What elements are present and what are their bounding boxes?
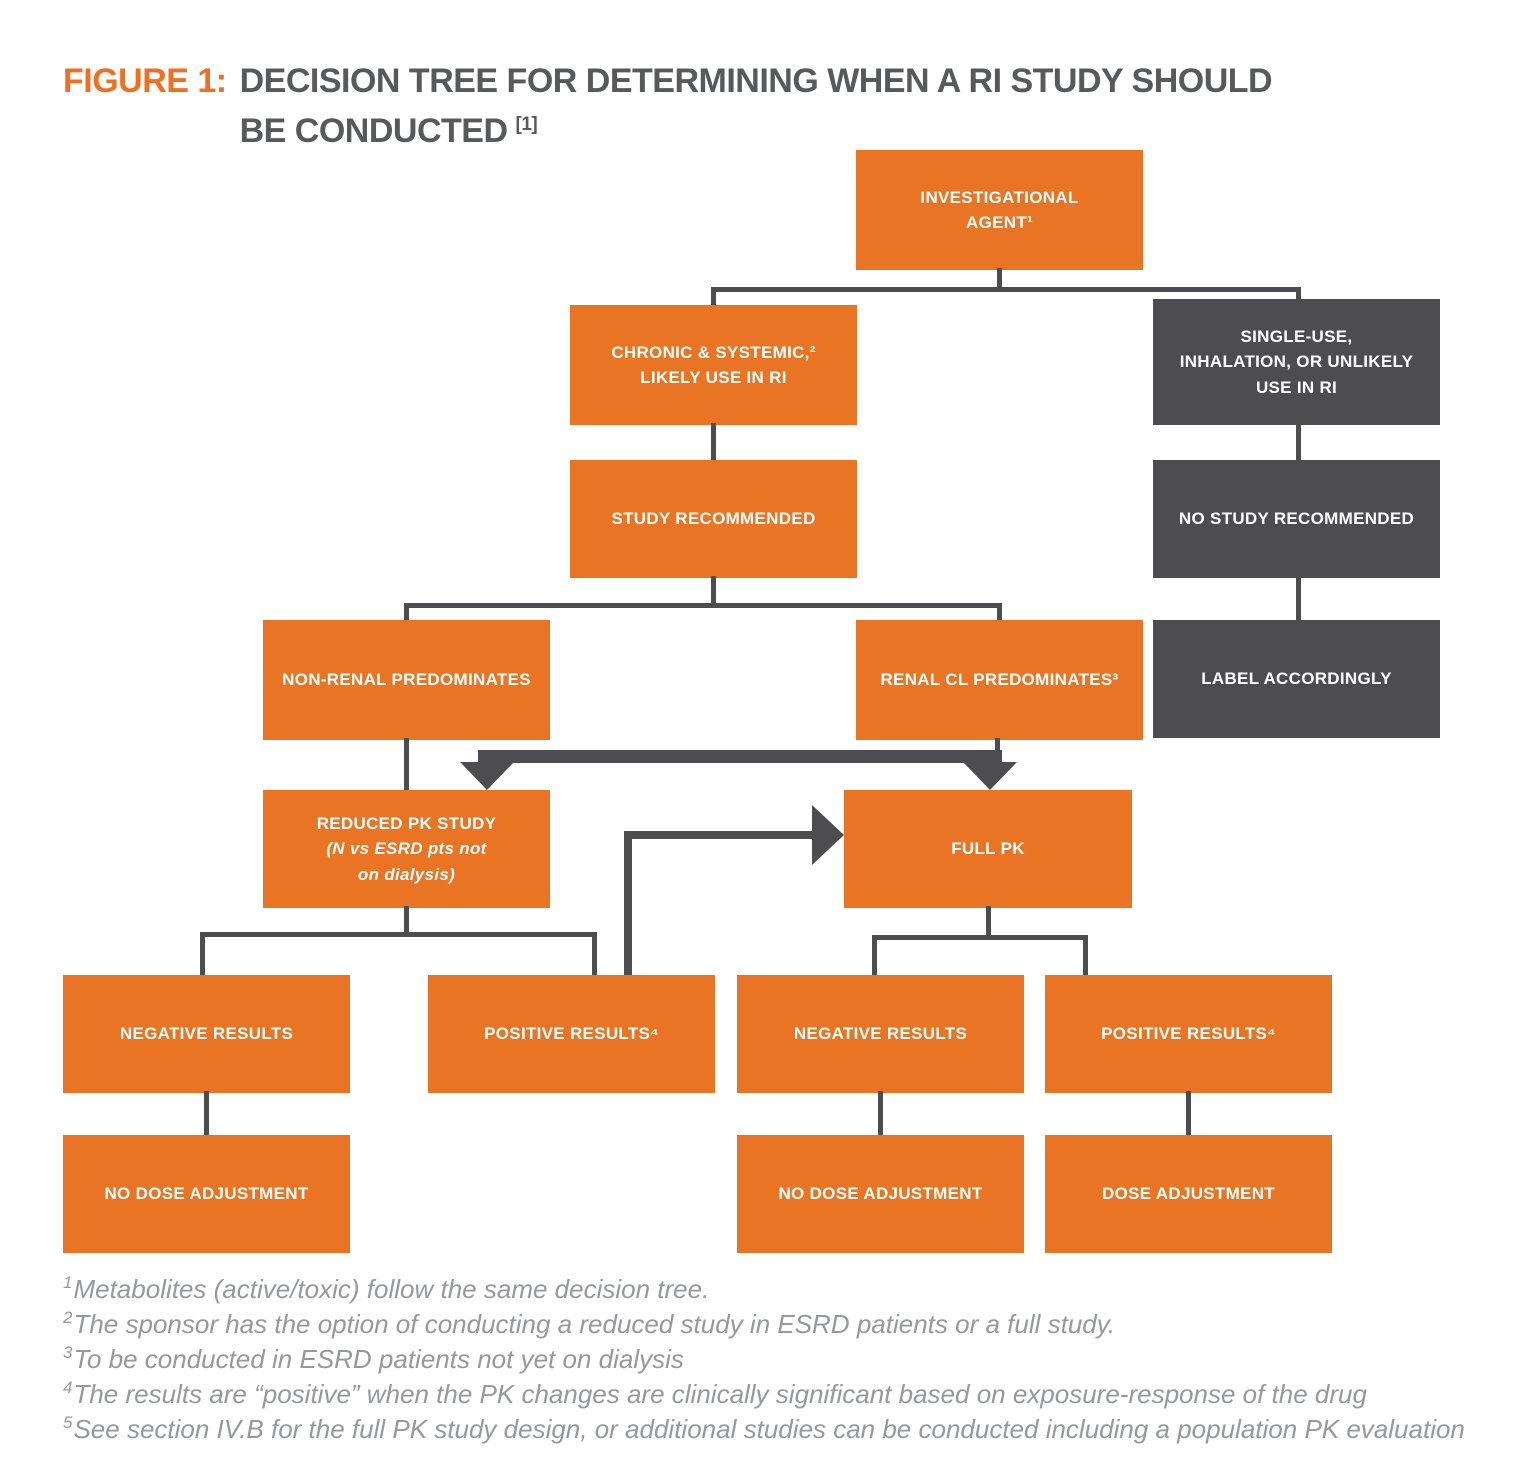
arrowhead-down-fullpk-icon [963,762,1017,790]
footnote-2: 2The sponsor has the option of conductin… [63,1307,1503,1342]
connector-single-to-nostudy [1296,423,1301,462]
node-investigational-agent: INVESTIGATIONAL AGENT¹ [856,150,1143,270]
footnote-1: 1Metabolites (active/toxic) follow the s… [63,1272,1503,1307]
reduced-pk-label: REDUCED PK STUDY [316,813,497,833]
connector-study-stub [711,576,716,606]
connector-nonrenal-to-reduced [404,738,409,792]
connector-level4-split [404,603,1002,608]
footnotes: 1Metabolites (active/toxic) follow the s… [63,1272,1503,1447]
node-negative-results-reduced: NEGATIVE RESULTS [63,975,350,1093]
figure-title-text: DECISION TREE FOR DETERMINING WHEN A RI … [239,56,1273,162]
connector-investigational-stub [997,268,1002,292]
connector-fullpk-split [872,935,1088,940]
connector-negreduced-to-nodose [204,1091,209,1137]
connector-reduced-stub [404,906,409,935]
connector-cross-bar [478,750,1002,763]
connector-renal-stub [995,738,1000,753]
node-dose-adjustment: DOSE ADJUSTMENT [1045,1135,1332,1253]
figure-number-label: FIGURE 1: [63,62,227,100]
footnote-4-text: The results are “positive” when the PK c… [73,1379,1367,1409]
figure-title: FIGURE 1: DECISION TREE FOR DETERMINING … [63,56,1273,162]
node-non-renal-predominates: NON-RENAL PREDOMINATES [263,620,550,740]
footnote-5: 5See section IV.B for the full PK study … [63,1412,1503,1447]
footnote-2-text: The sponsor has the option of conducting… [73,1309,1116,1339]
arrowhead-down-reduced-icon [460,762,514,790]
node-negative-results-full: NEGATIVE RESULTS [737,975,1024,1093]
footnote-1-text: Metabolites (active/toxic) follow the sa… [73,1274,710,1304]
connector-drop-negative-full [872,935,877,977]
connector-fullpk-stub [986,906,991,938]
arrowhead-right-fullpk-icon [812,805,844,865]
figure-title-line1: DECISION TREE FOR DETERMINING WHEN A RI … [239,62,1273,100]
connector-reduced-split [200,932,597,937]
footnote-3: 3To be conducted in ESRD patients not ye… [63,1342,1503,1377]
footnote-4: 4The results are “positive” when the PK … [63,1377,1503,1412]
footnote-3-marker: 3 [63,1343,73,1363]
node-single-use: SINGLE-USE, INHALATION, OR UNLIKELY USE … [1153,299,1440,425]
node-reduced-pk-study: REDUCED PK STUDY (N vs ESRD pts not on di… [263,790,550,908]
connector-drop-negative-reduced [200,932,205,977]
node-positive-results-reduced: POSITIVE RESULTS⁴ [428,975,715,1093]
node-renal-cl-predominates: RENAL CL PREDOMINATES³ [856,620,1143,740]
connector-posfull-to-dose [1186,1091,1191,1137]
connector-drop-single-use [1296,287,1301,303]
node-no-dose-adjustment-full: NO DOSE ADJUSTMENT [737,1135,1024,1253]
node-label-accordingly: LABEL ACCORDINGLY [1153,620,1440,738]
connector-negfull-to-nodose [878,1091,883,1137]
footnote-5-marker: 5 [63,1413,73,1433]
footnote-5-text: See section IV.B for the full PK study d… [73,1414,1465,1444]
figure-reference: [1] [515,114,538,135]
connector-drop-positive-reduced [592,932,597,977]
footnote-3-text: To be conducted in ESRD patients not yet… [73,1344,684,1374]
connector-drop-non-renal [404,603,409,623]
node-study-recommended: STUDY RECOMMENDED [570,460,857,578]
connector-positive-to-fullpk-vertical [624,831,632,977]
footnote-1-marker: 1 [63,1273,73,1293]
reduced-pk-text: REDUCED PK STUDY (N vs ESRD pts not on di… [317,811,497,888]
reduced-pk-sublabel: (N vs ESRD pts not on dialysis) [326,839,487,884]
footnote-2-marker: 2 [63,1308,73,1328]
connector-positive-to-fullpk-horizontal [624,831,812,839]
node-no-dose-adjustment-reduced: NO DOSE ADJUSTMENT [63,1135,350,1253]
connector-chronic-to-study [711,423,716,462]
figure-title-line2: BE CONDUCTED [239,112,508,150]
footnote-4-marker: 4 [63,1378,73,1398]
node-positive-results-full: POSITIVE RESULTS⁴ [1045,975,1332,1093]
node-chronic-systemic: CHRONIC & SYSTEMIC,² LIKELY USE IN RI [570,305,857,425]
connector-drop-positive-full [1083,935,1088,977]
connector-drop-renal-cl [997,603,1002,623]
node-no-study-recommended: NO STUDY RECOMMENDED [1153,460,1440,578]
node-full-pk: FULL PK [844,790,1132,908]
connector-level2-split [711,287,1301,292]
connector-drop-chronic [711,287,716,309]
connector-nostudy-to-label [1296,576,1301,622]
